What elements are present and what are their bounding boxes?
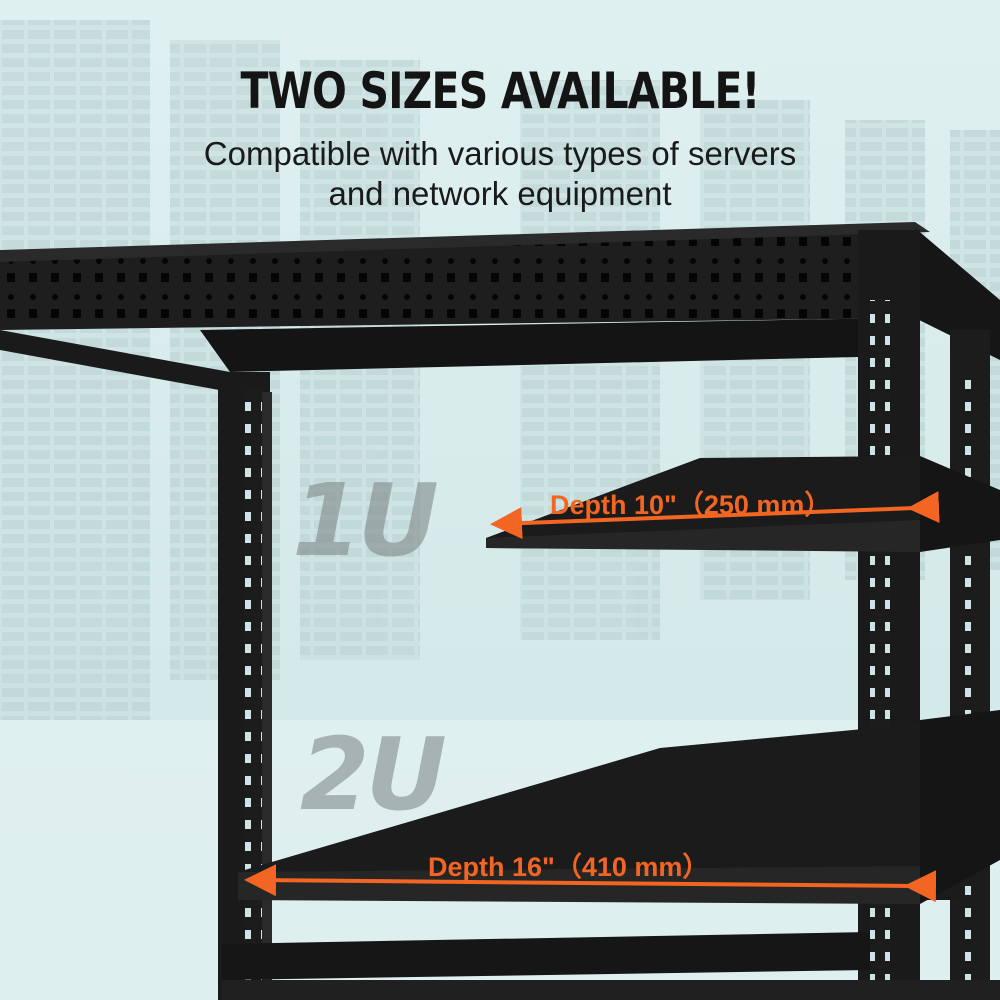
subheadline-line-2: and network equipment [328, 175, 672, 212]
depth-arrow-1u [490, 491, 940, 540]
size-label-2u: 2U [300, 716, 447, 833]
subheadline-line-1: Compatible with various types of servers [203, 135, 797, 172]
subheadline: Compatible with various types of servers… [0, 134, 1000, 214]
depth-arrow-2u [244, 864, 937, 903]
depth-label-2u: Depth 16"（410 mm） [428, 852, 710, 882]
depth-label-1u: Depth 10"（250 mm） [550, 490, 832, 520]
size-label-1u: 1U [292, 462, 439, 579]
headline: TWO SIZES AVAILABLE! [240, 62, 760, 120]
